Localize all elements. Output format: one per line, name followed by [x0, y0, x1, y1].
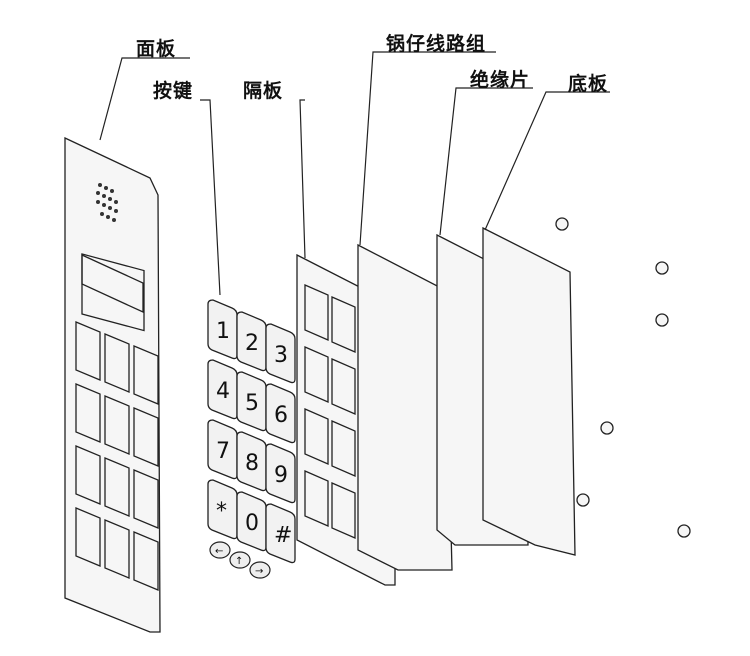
key-label: *	[216, 499, 227, 524]
base-part	[482, 226, 576, 556]
key-3: 3	[265, 323, 296, 384]
panel-key-hole	[104, 519, 130, 579]
small-key: ←	[209, 541, 231, 559]
key-5: 5	[236, 371, 267, 432]
label-circuit: 锅仔线路组	[386, 33, 487, 55]
svg-text:→: →	[255, 566, 263, 577]
spacer-key-hole	[304, 470, 329, 527]
label-panel: 面板	[136, 38, 177, 60]
panel-key-hole	[104, 457, 130, 517]
spacer-key-hole	[331, 482, 356, 539]
key-label: #	[274, 523, 292, 548]
panel-key-hole	[133, 531, 159, 591]
panel-key-hole	[75, 507, 101, 567]
spacer-key-hole	[304, 346, 329, 403]
key-label: 8	[245, 451, 259, 476]
spacer-key-hole	[331, 358, 356, 415]
nuts	[555, 217, 691, 538]
key-label: 5	[245, 391, 259, 416]
key-1: 1	[207, 299, 238, 360]
label-keys: 按键	[153, 80, 194, 102]
key-7: 7	[207, 419, 238, 480]
leader-lines	[99, 51, 610, 296]
svg-text:↑: ↑	[235, 556, 243, 567]
speaker-grille	[96, 183, 118, 222]
label-spacer: 隔板	[243, 80, 284, 102]
key-label: 3	[274, 343, 288, 368]
panel-part	[64, 136, 161, 633]
panel-display-window	[81, 253, 144, 314]
key-2: 2	[236, 311, 267, 372]
panel-key-hole	[133, 407, 159, 467]
small-key: →	[249, 561, 271, 579]
panel-key-hole	[75, 321, 101, 381]
key-*: *	[207, 479, 238, 540]
spacer-key-hole	[331, 296, 356, 353]
label-base: 底板	[568, 73, 609, 95]
panel-key-hole	[133, 345, 159, 405]
key-4: 4	[207, 359, 238, 420]
key-label: 2	[245, 331, 259, 356]
panel-key-hole	[133, 469, 159, 529]
small-key: ↑	[229, 551, 251, 569]
key-label: 6	[274, 403, 288, 428]
key-label: 4	[216, 379, 230, 404]
spacer-key-hole	[304, 284, 329, 341]
panel-key-hole	[104, 333, 130, 393]
key-9: 9	[265, 443, 296, 504]
spacer-key-hole	[304, 408, 329, 465]
panel-key-hole	[104, 395, 130, 455]
key-label: 9	[274, 463, 288, 488]
key-8: 8	[236, 431, 267, 492]
key-#: #	[265, 503, 296, 564]
key-0: 0	[236, 491, 267, 552]
svg-text:←: ←	[215, 546, 223, 557]
spacer-key-hole	[331, 420, 356, 477]
key-label: 0	[245, 511, 259, 536]
key-label: 7	[216, 439, 230, 464]
key-label: 1	[216, 319, 230, 344]
key-6: 6	[265, 383, 296, 444]
circuit-part	[357, 243, 453, 571]
panel-key-hole	[75, 383, 101, 443]
label-insulator: 绝缘片	[470, 69, 531, 91]
panel-key-hole	[75, 445, 101, 505]
